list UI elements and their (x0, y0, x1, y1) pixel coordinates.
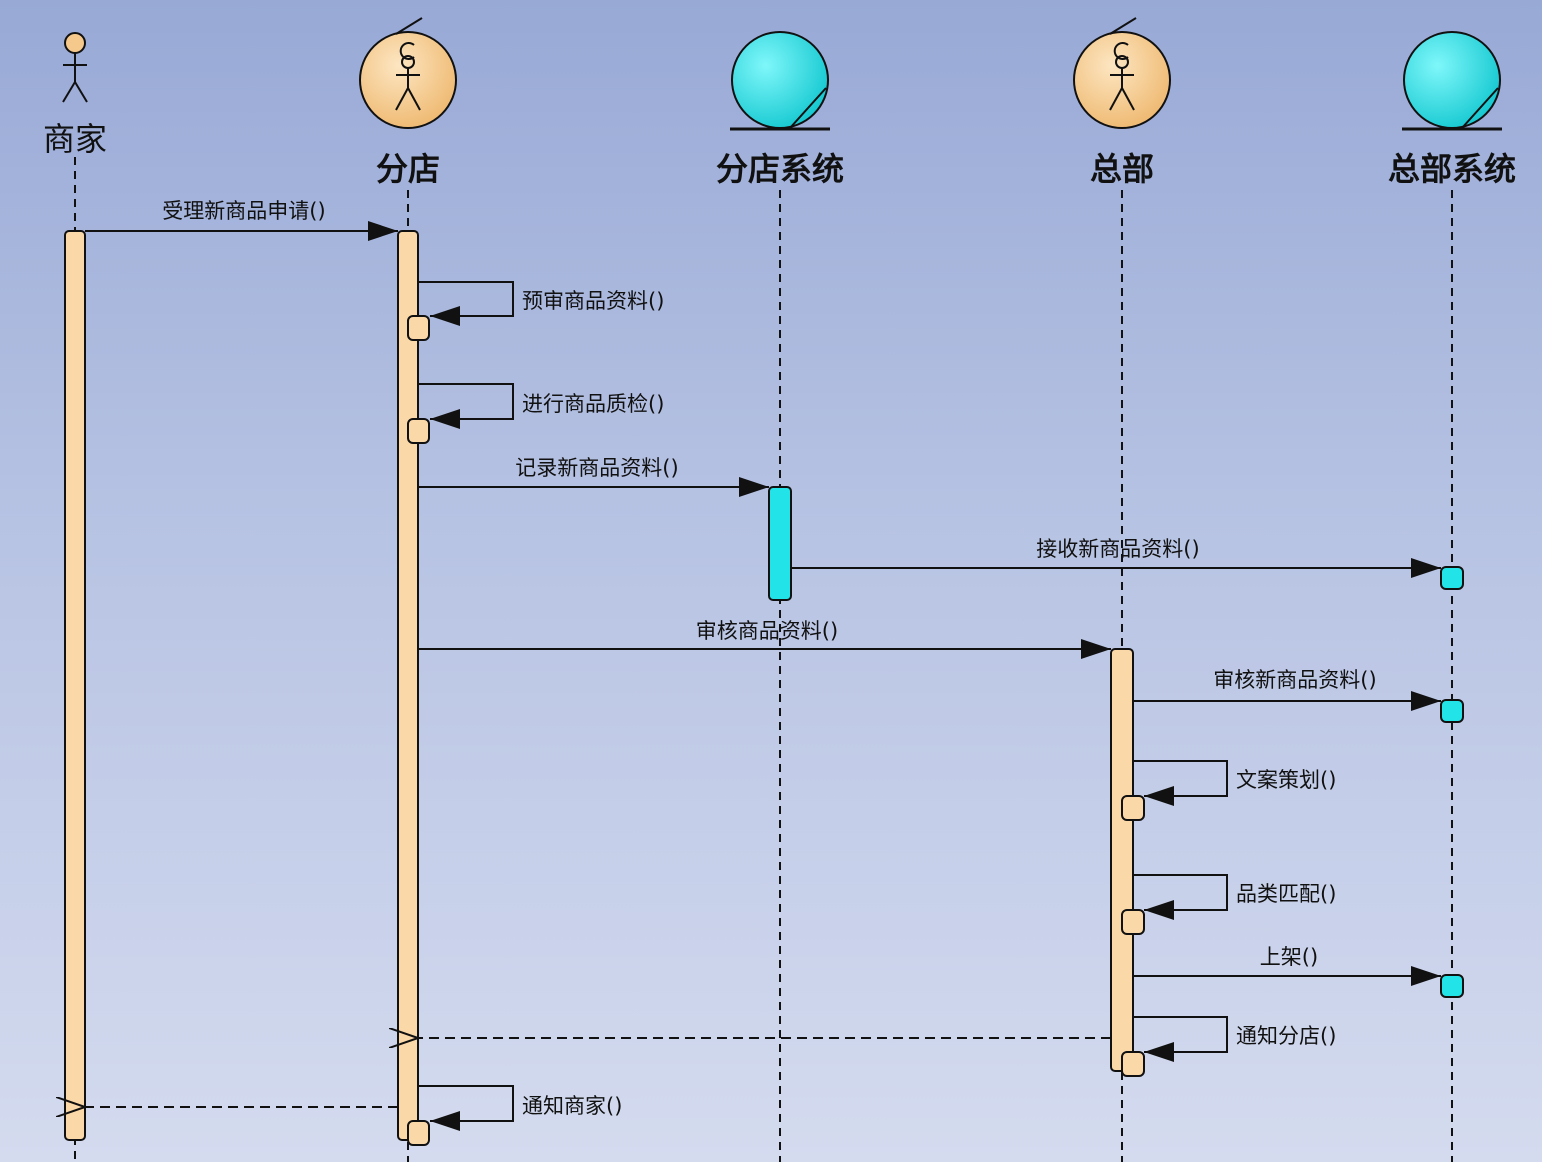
message-label: 预审商品资料() (522, 289, 664, 313)
message-label: 进行商品质检() (522, 392, 664, 416)
message-label: 通知商家() (522, 1094, 622, 1118)
message-label: 审核新商品资料() (1213, 668, 1376, 692)
target-activation (1440, 699, 1464, 723)
self-message-arrow (1133, 760, 1228, 806)
self-message-arrow (418, 1085, 514, 1131)
lifeline-title-hq: 总部 (1090, 150, 1154, 188)
target-activation (1440, 974, 1464, 998)
activation-bar-merchant (64, 230, 86, 1141)
self-message-arrow (418, 383, 514, 429)
message-label: 上架() (1260, 945, 1318, 969)
entity-sphere-icon (1402, 31, 1502, 131)
message-label: 审核商品资料() (696, 619, 838, 643)
activation-bar-hq (1110, 648, 1134, 1072)
activation-bar-branch (397, 230, 419, 1141)
message-label: 通知分店() (1236, 1024, 1336, 1048)
lifeline-title-merchant: 商家 (43, 120, 107, 158)
self-message-arrow (418, 281, 514, 326)
stick-figure-icon (62, 32, 88, 103)
control-actor-icon (359, 17, 457, 129)
message-label: 受理新商品申请() (162, 199, 325, 223)
message-label: 记录新商品资料() (515, 456, 678, 480)
lifeline-title-hq-system: 总部系统 (1388, 150, 1516, 188)
self-activation (407, 1120, 430, 1146)
control-actor-icon (1073, 17, 1171, 129)
self-activation (407, 315, 430, 341)
message-label: 品类匹配() (1236, 882, 1336, 906)
self-activation (1121, 795, 1145, 821)
self-message-arrow (1133, 1016, 1228, 1062)
self-activation (1121, 1051, 1145, 1077)
self-message-arrow (1133, 874, 1228, 920)
message-label: 接收新商品资料() (1036, 537, 1199, 561)
lifeline-title-branch-system: 分店系统 (716, 150, 844, 188)
message-label: 文案策划() (1236, 768, 1336, 792)
target-activation (1440, 566, 1464, 590)
lifeline-title-branch: 分店 (376, 150, 440, 188)
self-activation (1121, 909, 1145, 935)
entity-sphere-icon (730, 31, 830, 131)
activation-bar-branch-system (768, 486, 792, 601)
self-activation (407, 418, 430, 444)
